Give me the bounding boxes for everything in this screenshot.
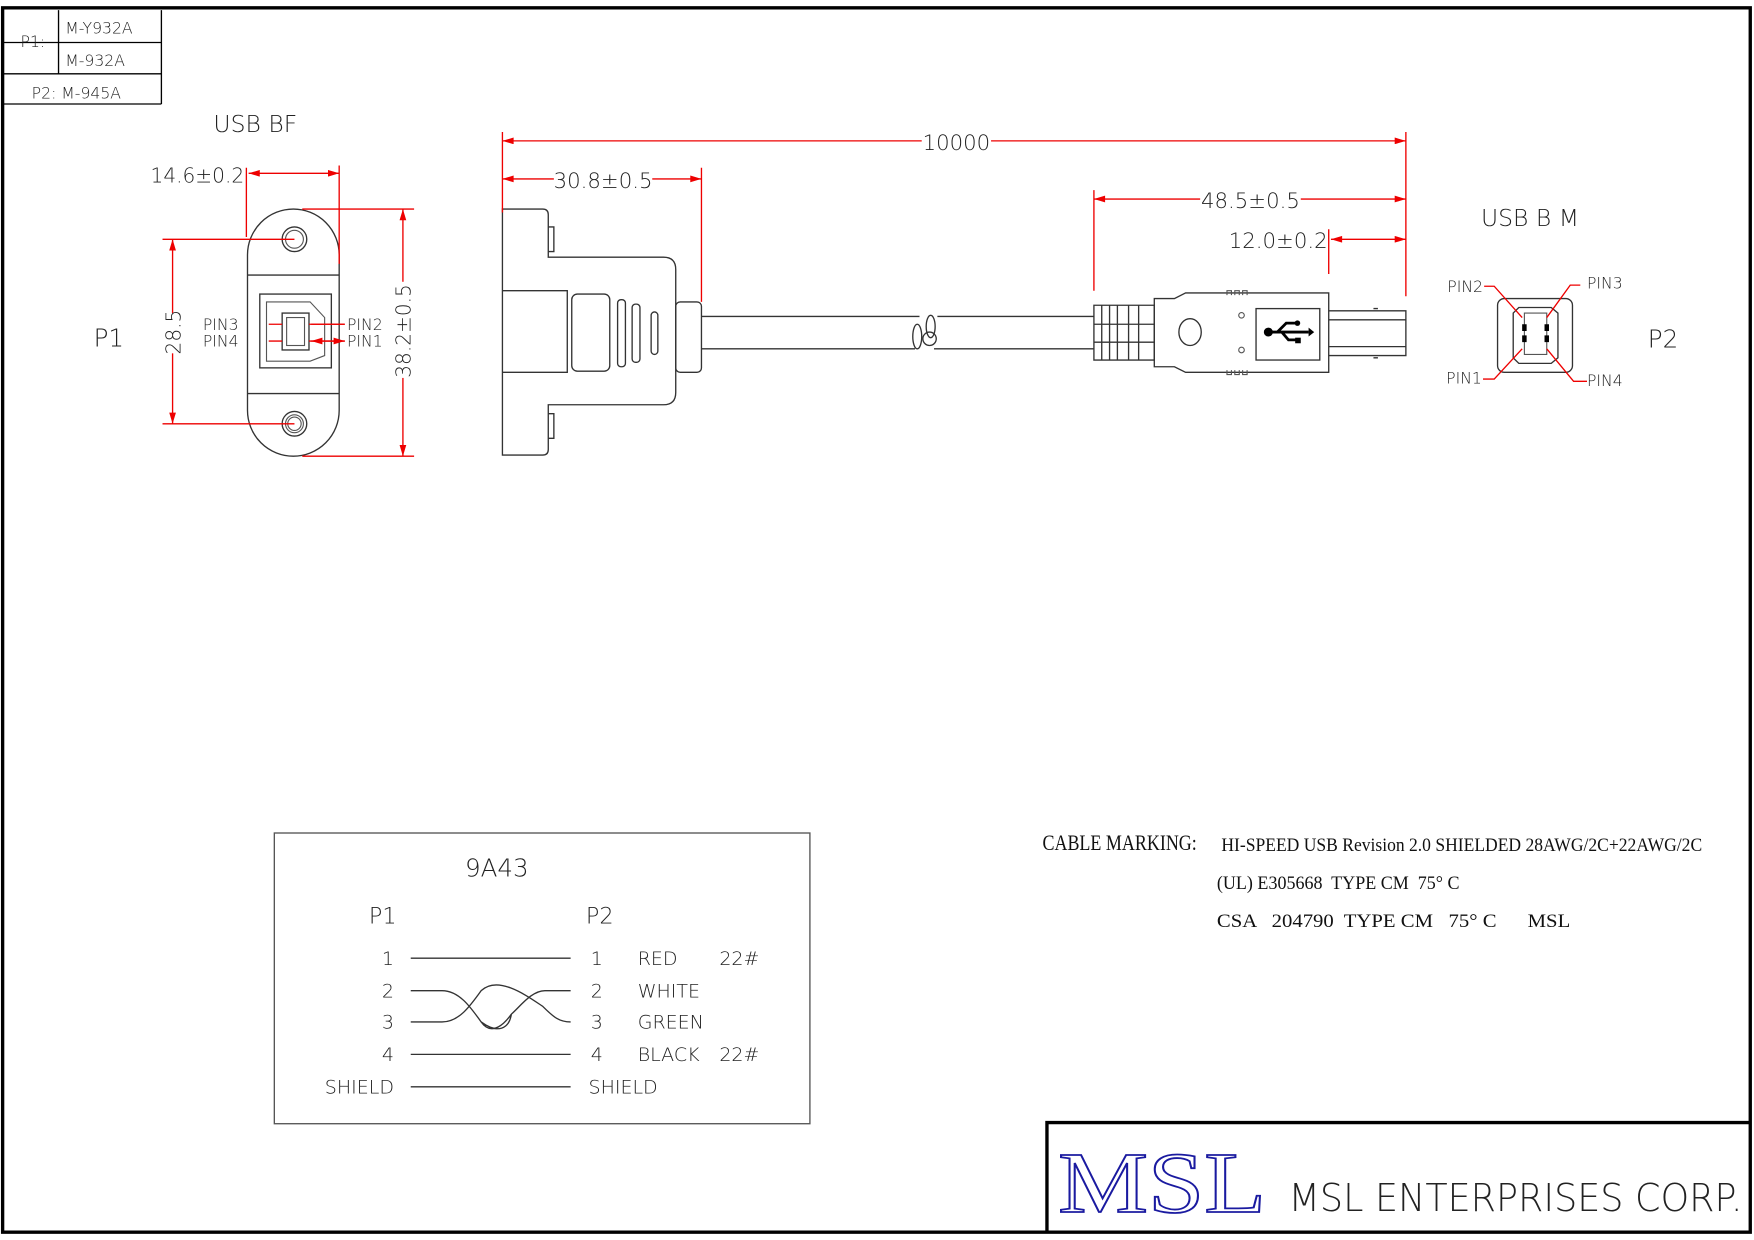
p2-pin3-label: PIN3 xyxy=(1587,273,1623,292)
wiring-p2-header: P2 xyxy=(586,904,614,930)
p2-part: P2: M-945A xyxy=(32,83,122,102)
p1-label: P1: xyxy=(21,32,46,51)
dim-total-length: 10000 xyxy=(923,131,991,156)
p1-title: USB BF xyxy=(213,110,297,138)
p1-label: P1 xyxy=(94,324,124,353)
wiring-p1-pin: 1 xyxy=(382,948,394,970)
p2-pin1-label: PIN1 xyxy=(1446,369,1482,388)
cable-marking-label: CABLE MARKING: xyxy=(1042,830,1196,855)
p1-part-1: M-Y932A xyxy=(65,19,133,38)
p1-part-2: M-932A xyxy=(65,51,125,70)
sheet-border xyxy=(0,6,1752,1234)
cable-marking-line-2: (UL) E305668 TYPE CM 75° C xyxy=(1217,873,1460,894)
wire-gauge: 22# xyxy=(719,948,759,970)
dim-hole-pitch: 28.5 xyxy=(161,310,185,355)
wiring-p2-pin: 1 xyxy=(591,948,603,970)
wire-color: BLACK xyxy=(638,1044,700,1066)
cable xyxy=(701,315,1094,350)
wiring-diagram: 9A43 P1 P2 1 2 3 4 SHIELD 1 2 3 4 SHIELD… xyxy=(273,832,811,1125)
pin2-label: PIN2 xyxy=(347,315,383,334)
wiring-p1-pin: 4 xyxy=(382,1044,394,1066)
part-number-table: P1: M-Y932A M-932A P2: M-945A xyxy=(2,10,163,105)
p2-pin2-label: PIN2 xyxy=(1447,277,1483,296)
dim-p2-length: 48.5±0.5 xyxy=(1201,189,1300,214)
dim-height: 38.2±0.5 xyxy=(392,284,416,378)
pin1-label: PIN1 xyxy=(347,332,383,351)
wiring-title: 9A43 xyxy=(465,854,529,883)
cable-side-view: 10000 30.8±0.5 48.5±0.5 12.0±0.2 xyxy=(501,127,1407,456)
wiring-p1-pin: 2 xyxy=(382,980,394,1002)
panel-flange xyxy=(246,208,340,457)
pin4-label: PIN4 xyxy=(203,332,239,351)
p2-plug-body xyxy=(1153,292,1330,374)
p2-pin4-label: PIN4 xyxy=(1587,371,1623,390)
wire-color: WHITE xyxy=(638,980,700,1002)
usb-trident-icon xyxy=(1263,320,1315,344)
pin3-label: PIN3 xyxy=(203,315,239,334)
wiring-p1-pin: SHIELD xyxy=(325,1077,394,1099)
dim-width: 14.6±0.2 xyxy=(151,163,245,187)
cable-marking: CABLE MARKING: HI-SPEED USB Revision 2.0… xyxy=(1042,830,1702,932)
dim-tip-length: 12.0±0.2 xyxy=(1229,229,1328,254)
wiring-p1-header: P1 xyxy=(369,904,397,930)
p2-strain-relief xyxy=(1093,304,1155,361)
dim-p1-length: 30.8±0.5 xyxy=(554,169,653,194)
msl-logo: MSL xyxy=(1058,1134,1266,1231)
wiring-p2-pin: 2 xyxy=(591,980,603,1002)
p1-front-view: USB BF P1 PIN3 PIN4 PIN2 PIN1 14.6±0.2 2… xyxy=(94,110,416,457)
title-block: MSL MSL ENTERPRISES CORP. xyxy=(1045,1120,1752,1234)
usb-logo-box xyxy=(1255,307,1321,361)
wire-color: RED xyxy=(638,948,678,970)
cable-marking-line-3: CSA 204790 TYPE CM 75° C MSL xyxy=(1217,911,1570,932)
wiring-p2-pin: SHIELD xyxy=(589,1077,658,1099)
p2-title: USB B M xyxy=(1481,204,1579,232)
wire-color: GREEN xyxy=(638,1012,704,1034)
wiring-p2-pin: 4 xyxy=(591,1044,603,1066)
cable-marking-line-1: HI-SPEED USB Revision 2.0 SHIELDED 28AWG… xyxy=(1221,835,1702,856)
wire-gauge: 22# xyxy=(719,1044,759,1066)
p2-end-view: USB B M P2 PIN2 PIN3 PIN1 PIN4 xyxy=(1446,204,1678,390)
p2-label: P2 xyxy=(1648,325,1678,354)
wiring-p2-pin: 3 xyxy=(591,1012,603,1034)
company-name: MSL ENTERPRISES CORP. xyxy=(1288,1176,1742,1220)
wiring-p1-pin: 3 xyxy=(382,1012,394,1034)
p1-housing xyxy=(501,208,677,456)
